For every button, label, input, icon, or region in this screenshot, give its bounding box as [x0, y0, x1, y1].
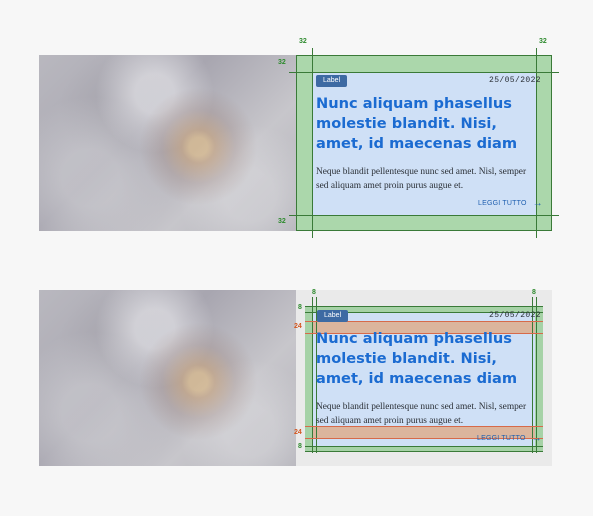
spacing-label-top: 32 — [278, 59, 286, 66]
read-more-link[interactable]: LEGGI TUTTO → — [478, 198, 543, 209]
guide-line — [305, 426, 543, 427]
card-date: 25/05/2022 — [489, 311, 542, 320]
guide-line — [305, 438, 543, 439]
guide-line — [312, 297, 313, 453]
gap-overlay-bottom — [313, 426, 535, 438]
guide-line — [316, 297, 317, 453]
guide-line — [289, 72, 559, 73]
gap-label-top: 24 — [294, 323, 302, 330]
spacing-label-left: 8 — [312, 289, 316, 296]
guide-line — [305, 446, 543, 447]
guide-line — [305, 306, 543, 307]
read-more-link[interactable]: LEGGI TUTTO → — [477, 433, 542, 444]
spacing-label-left: 32 — [299, 38, 307, 45]
arrow-right-icon: → — [532, 198, 543, 209]
arrow-right-icon: → — [531, 433, 542, 444]
card-title[interactable]: Nunc aliquam phasellus molestie blandit.… — [316, 95, 518, 152]
category-badge[interactable]: Label — [317, 310, 349, 322]
guide-line — [532, 297, 533, 453]
content-area — [312, 72, 536, 215]
spacing-label-right: 32 — [539, 38, 547, 45]
guide-line — [305, 312, 543, 313]
card-excerpt: Neque blandit pellentesque nunc sed amet… — [316, 167, 527, 191]
guide-line — [536, 48, 537, 238]
guide-line — [305, 321, 543, 322]
guide-line — [289, 215, 559, 216]
card-title[interactable]: Nunc aliquam phasellus molestie blandit.… — [316, 330, 518, 387]
spacing-label-bottom: 8 — [298, 443, 302, 450]
gap-label-bottom: 24 — [294, 429, 302, 436]
spacing-label-top: 8 — [298, 304, 302, 311]
card-date: 25/05/2022 — [489, 76, 542, 85]
category-badge[interactable]: Label — [316, 75, 348, 87]
content-area — [313, 312, 535, 446]
read-more-label: LEGGI TUTTO — [477, 435, 526, 442]
card-excerpt: Neque blandit pellentesque nunc sed amet… — [316, 402, 527, 426]
spacing-label-right: 8 — [532, 289, 536, 296]
guide-line — [305, 451, 543, 452]
card-image — [39, 55, 296, 231]
guide-line — [536, 297, 537, 453]
card-image — [39, 290, 296, 466]
gap-overlay-top — [313, 321, 535, 333]
guide-line — [305, 333, 543, 334]
read-more-label: LEGGI TUTTO — [478, 200, 527, 207]
spacing-label-bottom: 32 — [278, 218, 286, 225]
guide-line — [312, 48, 313, 238]
card-outline — [296, 55, 552, 231]
